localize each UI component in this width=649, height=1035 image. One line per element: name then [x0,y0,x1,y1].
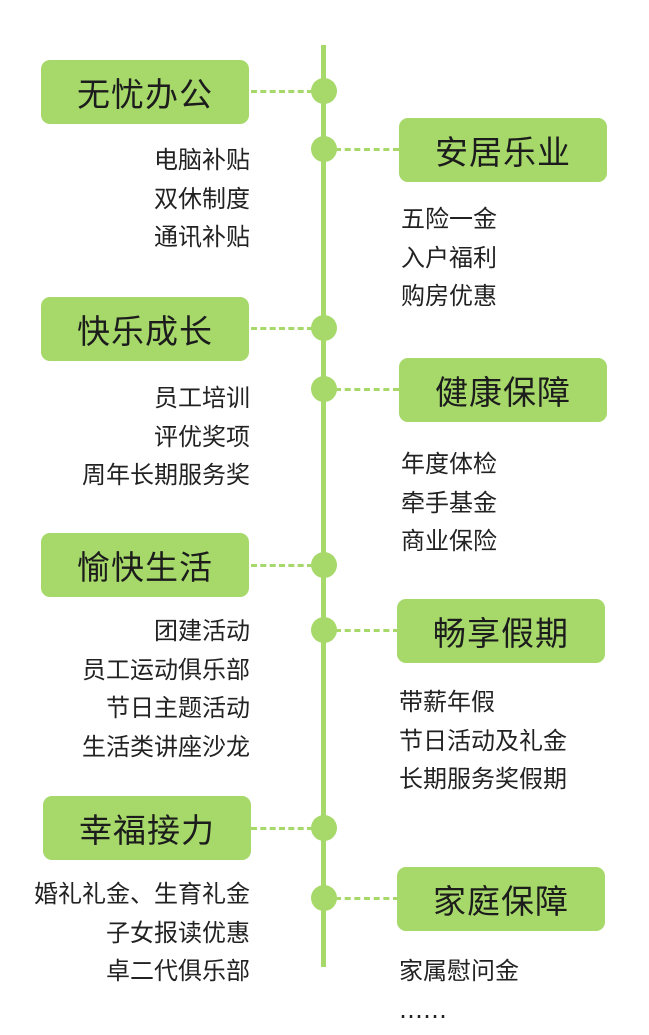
benefit-item: 评优奖项 [154,422,250,451]
category-box: 愉快生活 [41,533,249,597]
connector-line [335,148,399,151]
benefit-list: 家属慰问金 …… [399,952,519,1029]
benefit-item: 团建活动 [154,617,250,645]
benefit-item: …… [399,995,447,1024]
benefit-list: 电脑补贴 双休制度 通讯补贴 [154,141,250,257]
benefit-item: 节日主题活动 [106,694,250,722]
category-box: 幸福接力 [43,796,251,860]
benefit-item: 周年长期服务奖 [82,461,250,489]
category-box: 畅享假期 [397,599,605,663]
timeline-node [311,552,337,578]
benefit-item: 子女报读优惠 [106,918,250,947]
benefit-list: 团建活动 员工运动俱乐部 节日主题活动 生活类讲座沙龙 [82,612,250,766]
connector-line [335,629,399,632]
benefit-item: 家属慰问金 [399,957,519,985]
category-box: 安居乐业 [399,118,607,182]
benefit-item: 五险一金 [401,205,497,233]
timeline-spine [321,45,326,967]
benefit-list: 年度体检 牵手基金 商业保险 [401,445,497,561]
benefit-item: 双休制度 [154,184,250,213]
benefit-item: 年度体检 [401,450,497,478]
benefit-item: 婚礼礼金、生育礼金 [34,880,250,908]
timeline-node [311,815,337,841]
timeline-node [311,136,337,162]
timeline-node [311,617,337,643]
timeline-node [311,885,337,911]
timeline-node [311,78,337,104]
benefit-list: 婚礼礼金、生育礼金 子女报读优惠 卓二代俱乐部 [34,875,250,991]
benefit-item: 卓二代俱乐部 [106,957,250,985]
connector-line [251,90,313,93]
timeline-node [311,315,337,341]
benefit-item: 员工运动俱乐部 [82,655,250,684]
connector-line [335,388,399,391]
benefit-item: 牵手基金 [401,488,497,517]
benefit-list: 五险一金 入户福利 购房优惠 [401,200,497,316]
benefit-item: 通讯补贴 [154,223,250,251]
category-box: 快乐成长 [41,297,249,361]
connector-line [335,897,399,900]
benefit-list: 带薪年假 节日活动及礼金 长期服务奖假期 [399,683,567,799]
benefit-item: 购房优惠 [401,282,497,310]
category-box: 健康保障 [399,358,607,422]
benefit-item: 节日活动及礼金 [399,726,567,755]
benefit-item: 商业保险 [401,527,497,555]
benefit-item: 长期服务奖假期 [399,765,567,793]
timeline-node [311,376,337,402]
benefit-item: 生活类讲座沙龙 [82,732,250,761]
benefit-item: 带薪年假 [399,688,495,716]
category-box: 无忧办公 [41,60,249,124]
benefit-item: 员工培训 [154,384,250,412]
connector-line [251,564,313,567]
category-box: 家庭保障 [397,867,605,931]
connector-line [251,327,313,330]
connector-line [251,827,313,830]
benefit-list: 员工培训 评优奖项 周年长期服务奖 [82,379,250,495]
benefit-item: 入户福利 [401,243,497,272]
benefit-item: 电脑补贴 [154,146,250,174]
